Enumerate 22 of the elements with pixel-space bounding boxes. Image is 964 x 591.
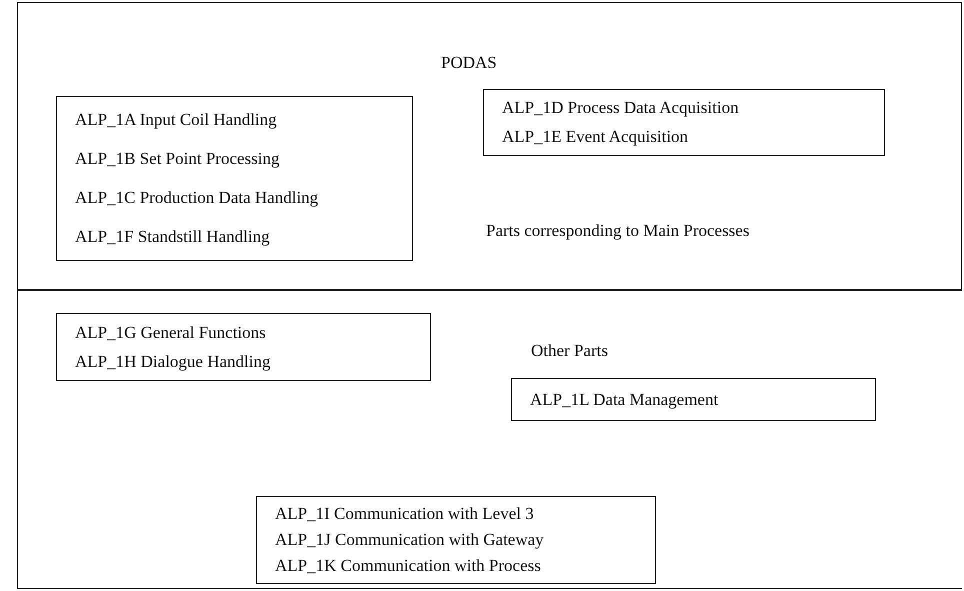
- module-name: ALP_1C Production Data Handling: [75, 188, 320, 208]
- module-box: [511, 378, 876, 421]
- group-label: Other Parts: [531, 341, 608, 361]
- module-name: ALP_1J Communication with Gateway: [275, 530, 545, 550]
- heading: PODAS: [441, 53, 497, 73]
- module-box: [256, 496, 656, 584]
- module-box: [483, 89, 885, 156]
- group-label: Parts corresponding to Main Processes: [486, 221, 750, 241]
- section-panel: [17, 290, 962, 589]
- module-name: ALP_1G General Functions: [75, 322, 267, 342]
- module-name: ALP_1L Data Management: [530, 390, 720, 410]
- module-name: ALP_1D Process Data Acquisition: [502, 98, 740, 118]
- module-box: [56, 96, 413, 261]
- module-name: ALP_1F Standstill Handling: [75, 226, 271, 247]
- module-name: ALP_1B Set Point Processing: [75, 149, 280, 170]
- module-name: ALP_1K Communication with Process: [275, 556, 542, 576]
- module-name: ALP_1H Dialogue Handling: [75, 352, 272, 372]
- module-name: ALP_1I Communication with Level 3: [275, 504, 535, 524]
- module-box: [56, 313, 431, 381]
- module-name: ALP_1A Input Coil Handling: [75, 110, 278, 130]
- module-name: ALP_1E Event Acquisition: [502, 126, 690, 147]
- section-panel: [17, 2, 962, 290]
